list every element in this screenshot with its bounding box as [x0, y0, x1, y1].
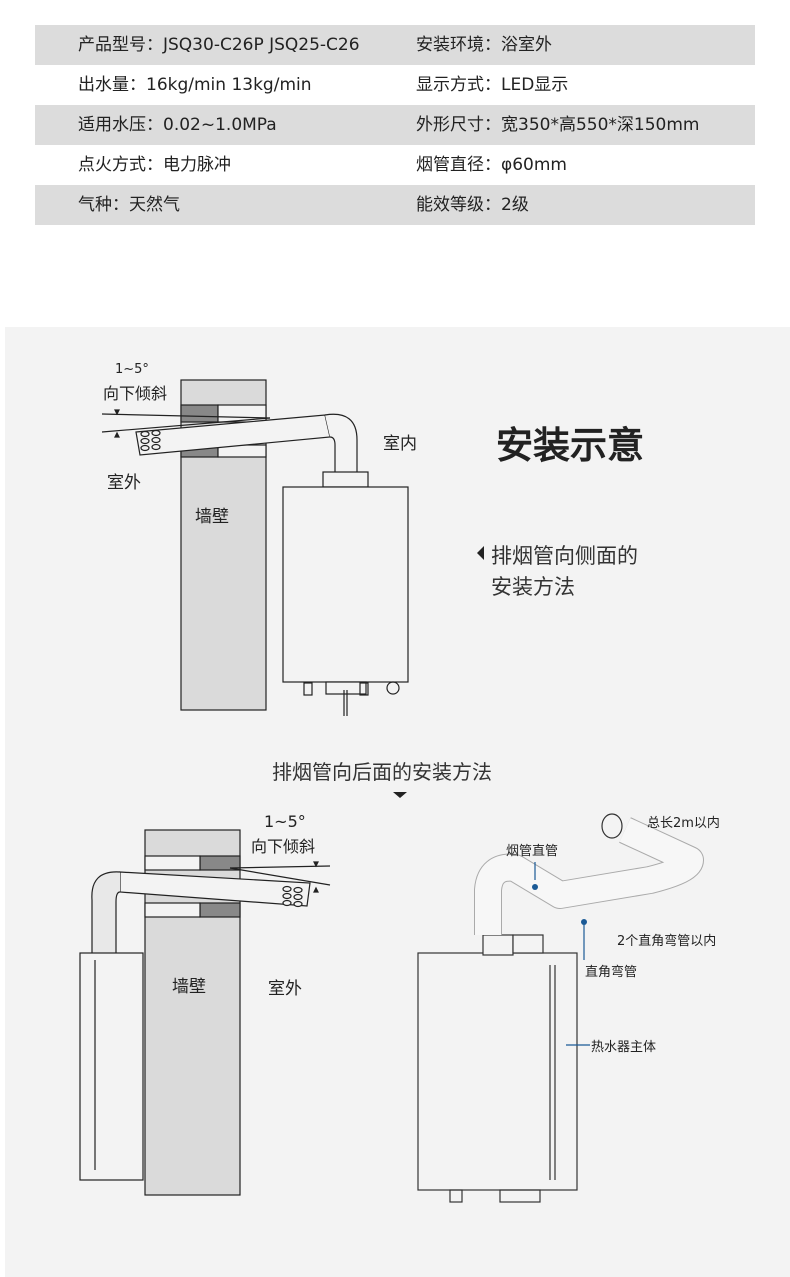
- back-outdoor-label: 室外: [268, 979, 302, 999]
- heater-body-label: 热水器主体: [591, 1040, 657, 1055]
- back-method-heading: 排烟管向后面的安装方法: [272, 760, 492, 784]
- spec-row: 点火方式：电力脉冲 烟管直径：φ60mm: [35, 145, 755, 185]
- side-wall-label: 墙壁: [195, 507, 229, 527]
- spec-pressure: 适用水压：0.02~1.0MPa: [78, 115, 277, 135]
- back-tilt-label: 向下倾斜: [251, 837, 316, 856]
- page-title: 安装示意: [496, 424, 644, 467]
- back-wall-label: 墙壁: [172, 977, 206, 997]
- flue-parts-diagram: [417, 813, 704, 1203]
- spec-row: 气种：天然气 能效等级：2级: [35, 185, 755, 225]
- side-angle-label: 1~5°: [115, 362, 149, 377]
- elbow-limit-label: 2个直角弯管以内: [617, 934, 717, 949]
- side-method-pointer-icon: [477, 546, 484, 560]
- spec-gas: 气种：天然气: [78, 195, 180, 215]
- total-length-label: 总长2m以内: [647, 816, 720, 831]
- spec-row: 适用水压：0.02~1.0MPa 外形尺寸：宽350*高550*深150mm: [35, 105, 755, 145]
- side-tilt-label: 向下倾斜: [103, 384, 168, 403]
- spec-ignition: 点火方式：电力脉冲: [78, 155, 231, 175]
- spec-model: 产品型号：JSQ30-C26P JSQ25-C26: [78, 35, 360, 55]
- straight-pipe-label: 烟管直管: [506, 844, 559, 859]
- spec-row: 产品型号：JSQ30-C26P JSQ25-C26 安装环境：浴室外: [35, 25, 755, 65]
- side-method-line1: 排烟管向侧面的: [491, 544, 638, 568]
- spec-efficiency: 能效等级：2级: [416, 195, 529, 215]
- side-method-line2: 安装方法: [491, 575, 575, 599]
- spec-flue-diameter: 烟管直径：φ60mm: [416, 155, 567, 175]
- elbow-label: 直角弯管: [585, 965, 638, 980]
- spec-table: 产品型号：JSQ30-C26P JSQ25-C26 安装环境：浴室外 出水量：1…: [35, 25, 755, 225]
- back-install-diagram: [79, 829, 331, 1196]
- spec-size: 外形尺寸：宽350*高550*深150mm: [416, 115, 700, 135]
- spec-install-env: 安装环境：浴室外: [416, 35, 552, 55]
- chevron-down-icon: [393, 792, 407, 798]
- back-angle-label: 1~5°: [264, 812, 306, 831]
- spec-flow: 出水量：16kg/min 13kg/min: [78, 75, 312, 95]
- side-install-diagram: [101, 379, 409, 716]
- side-outdoor-label: 室外: [107, 473, 141, 493]
- spec-row: 出水量：16kg/min 13kg/min 显示方式：LED显示: [35, 65, 755, 105]
- side-indoor-label: 室内: [383, 434, 417, 454]
- spec-display: 显示方式：LED显示: [416, 75, 569, 95]
